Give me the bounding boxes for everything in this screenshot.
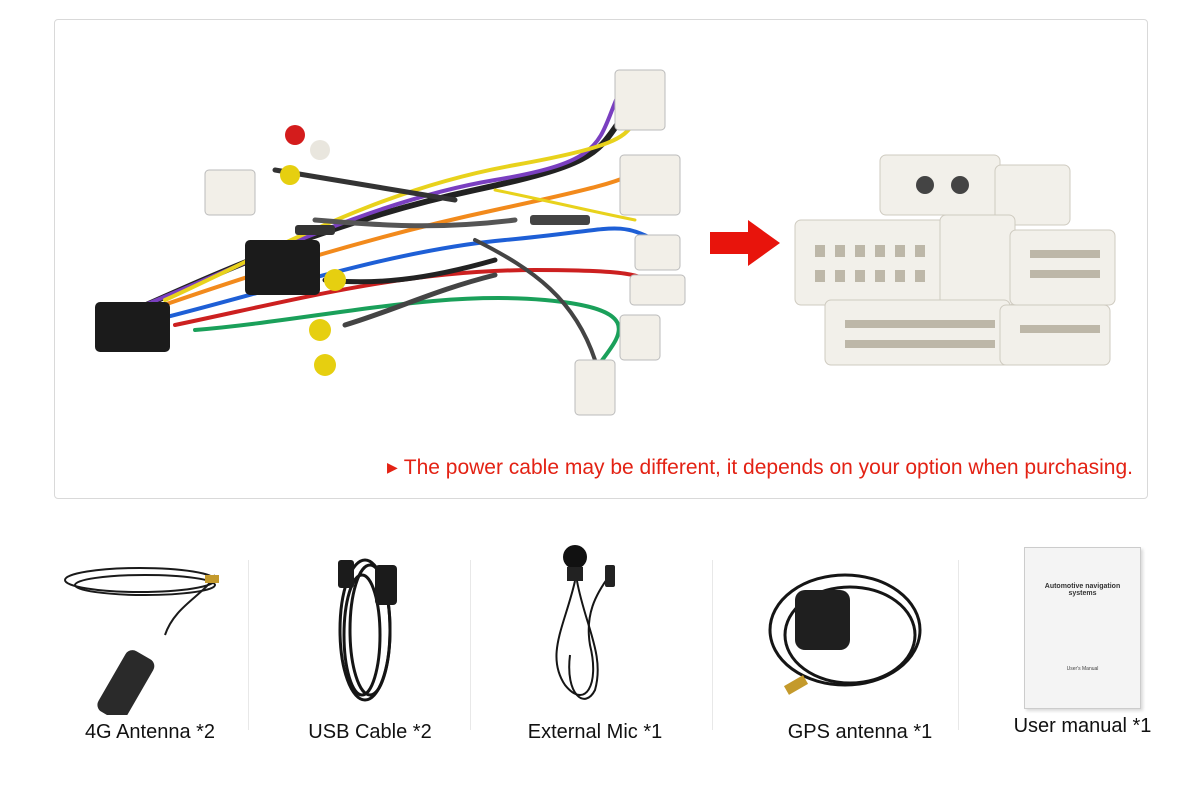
accessory-label: GPS antenna *1 (787, 721, 933, 743)
accessory-label: 4G Antenna *2 (84, 721, 216, 743)
manual-icon: Automotive navigation systems User's Man… (1024, 547, 1141, 709)
wiring-harness-image (95, 69, 686, 416)
divider (248, 560, 249, 730)
manual-footer: User's Manual (1066, 666, 1099, 672)
power-cable-notice: ▶ The power cable may be different, it de… (387, 456, 1133, 480)
usb-cable-icon (338, 558, 397, 702)
notice-text: The power cable may be different, it dep… (403, 456, 1133, 479)
accessory-4g-antenna: 4G Antenna *2 (55, 535, 245, 755)
microphone-icon (555, 545, 615, 700)
accessory-usb-cable: USB Cable *2 (290, 535, 450, 755)
manual-title: Automotive navigation systems (1044, 583, 1121, 597)
accessory-label: User manual *1 (1013, 715, 1152, 737)
antenna-icon (64, 567, 219, 715)
accessory-gps-antenna: GPS antenna *1 (760, 535, 960, 755)
divider (958, 560, 959, 730)
triangle-marker-icon: ▶ (386, 459, 398, 475)
arrow-right-icon (710, 220, 780, 266)
accessory-label: External Mic *1 (527, 721, 663, 743)
connector-closeup-image (794, 154, 1116, 366)
gps-antenna-icon (768, 573, 922, 695)
accessory-external-mic: External Mic *1 (505, 535, 685, 755)
power-harness-panel: ▶ The power cable may be different, it de… (54, 19, 1148, 499)
divider (470, 560, 471, 730)
accessory-label: USB Cable *2 (308, 721, 432, 743)
accessory-user-manual: Automotive navigation systems User's Man… (1000, 535, 1165, 755)
divider (712, 560, 713, 730)
